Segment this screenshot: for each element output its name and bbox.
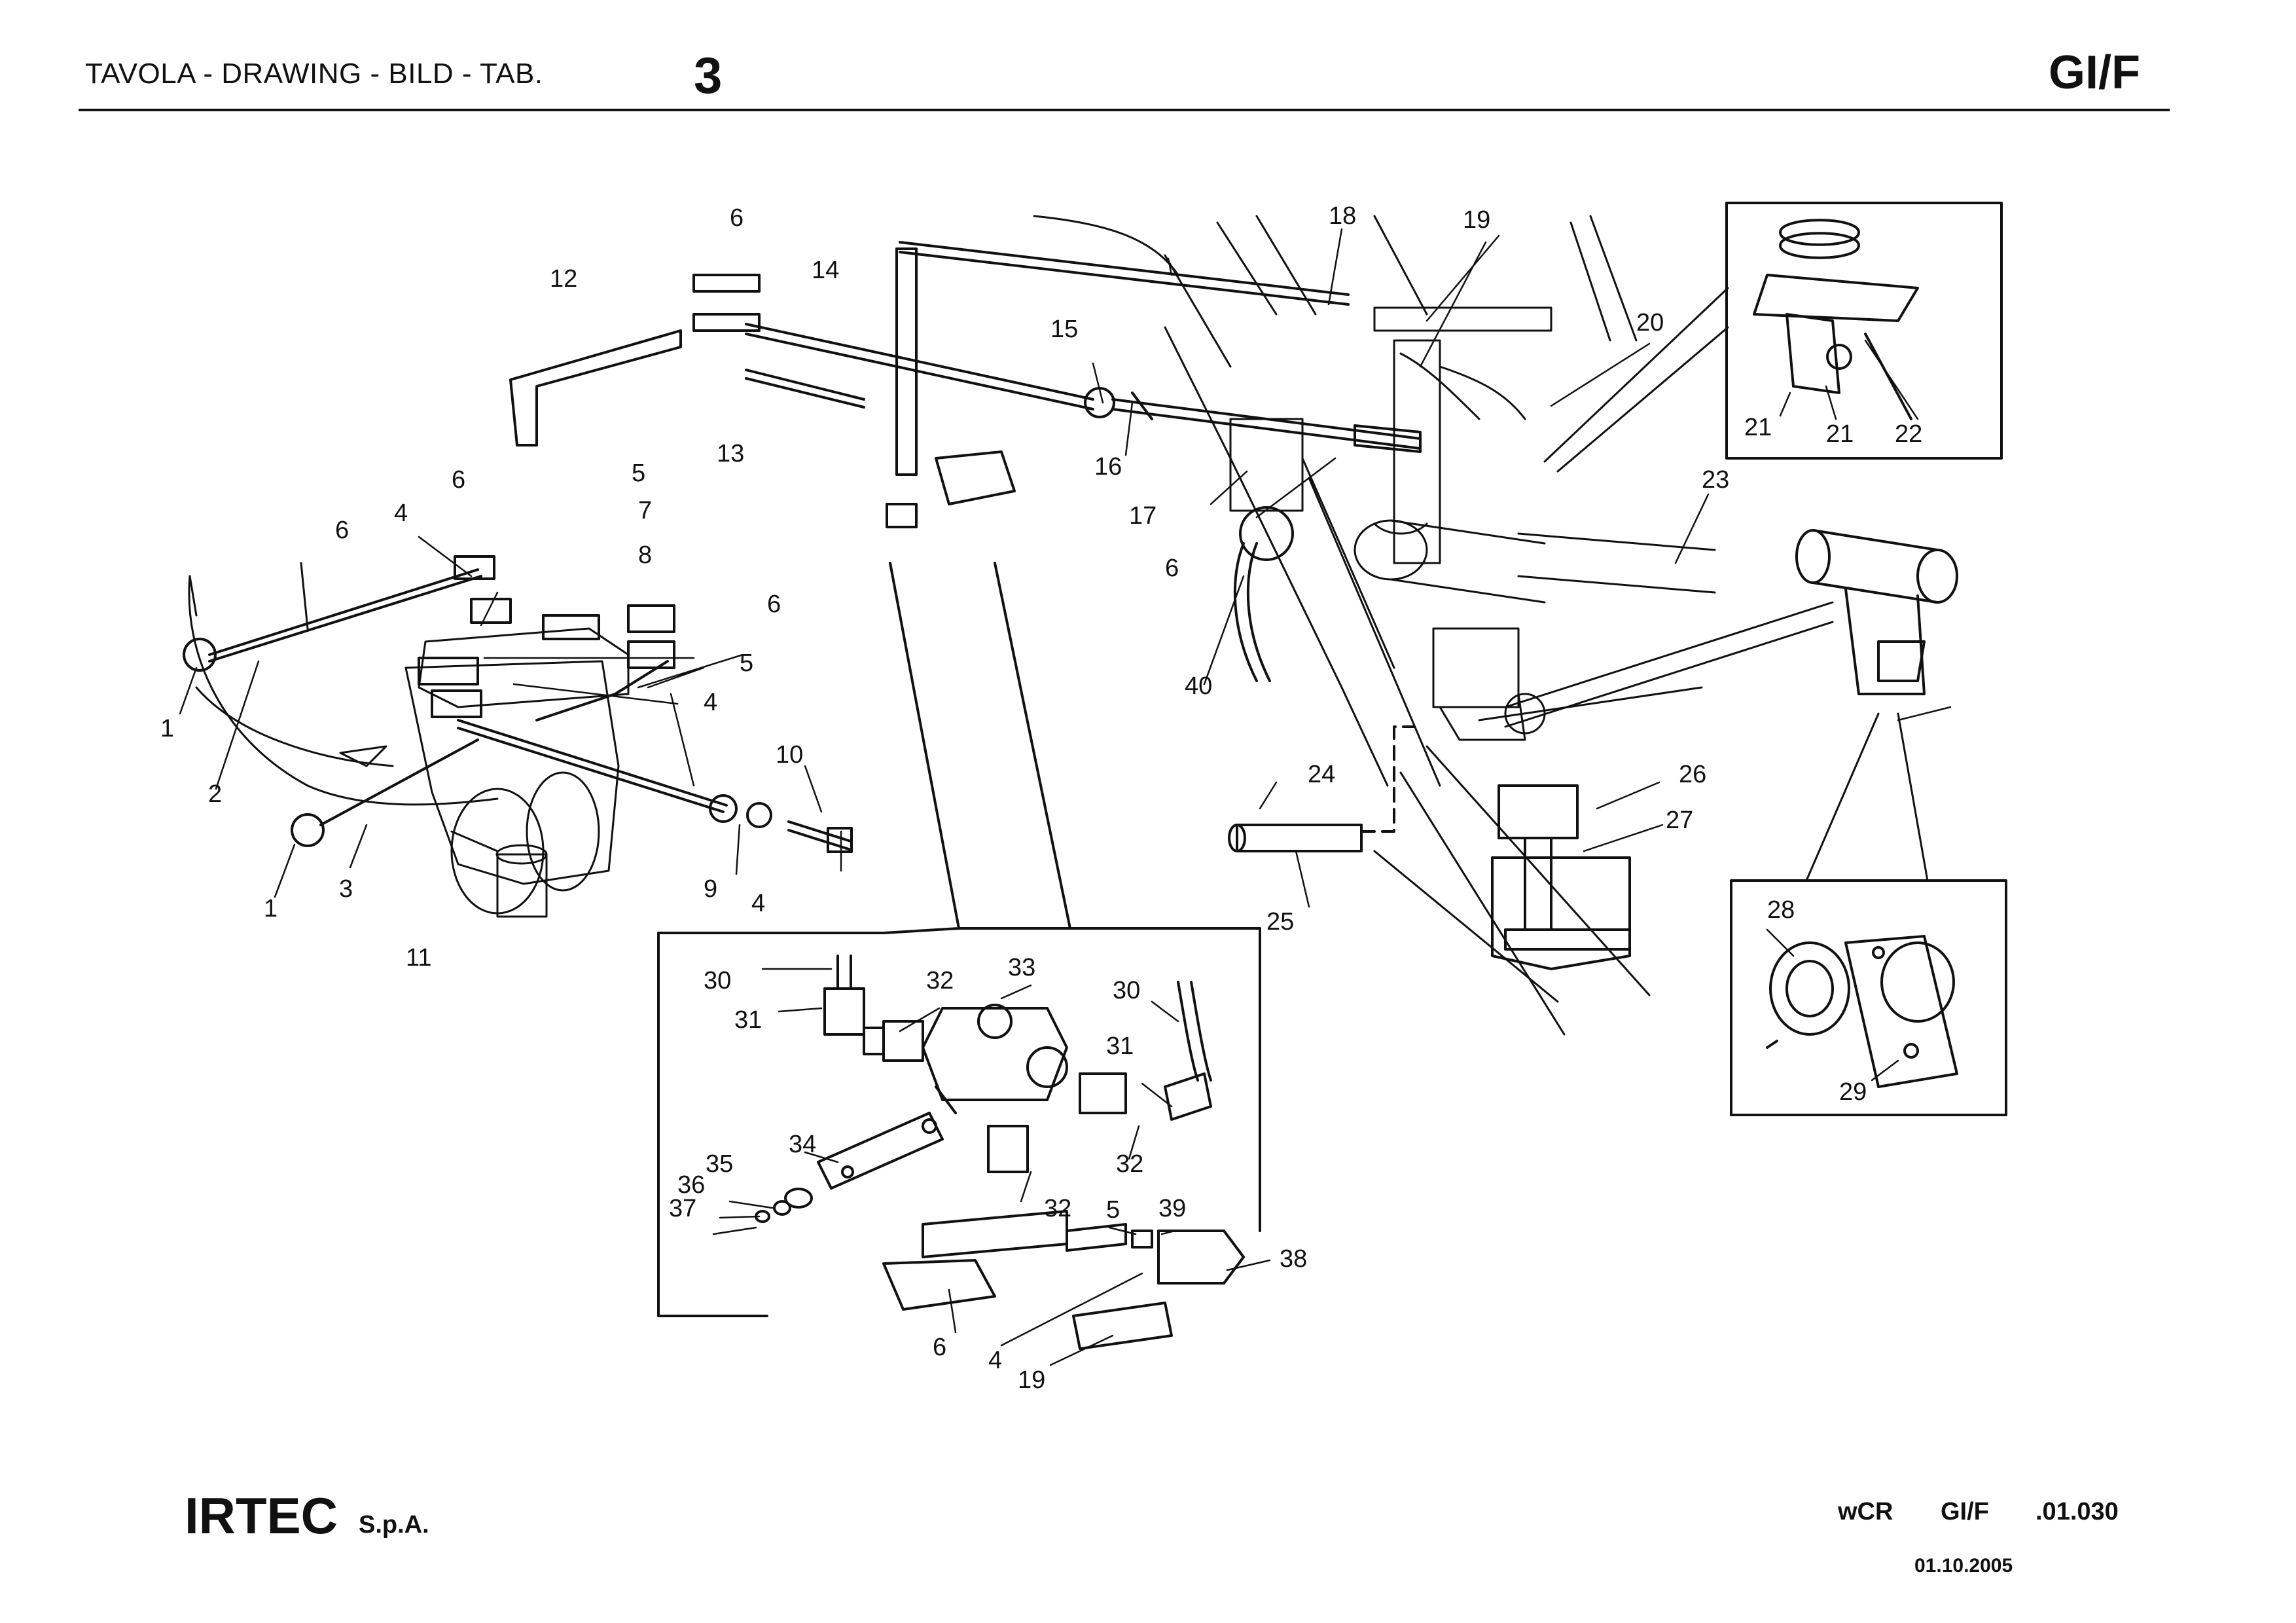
brand-suffix: S.p.A.	[359, 1511, 429, 1539]
callout-label: 40	[1185, 672, 1212, 700]
callout-label: 25	[1266, 908, 1294, 936]
gearbox-assembly	[188, 562, 630, 918]
callout-labels: 1 1 2 3 4 4 4 5 5 6 6 6 6 6 7 8 9 10 11 …	[160, 202, 1922, 1394]
callout-label: 20	[1636, 309, 1664, 337]
cross-tube-detail	[1795, 529, 1958, 695]
header-divider	[79, 109, 2170, 111]
callout-label: 21	[1826, 420, 1854, 448]
control-rods-upper	[692, 241, 1422, 528]
control-rods-left	[183, 555, 853, 853]
callout-label: 2	[208, 780, 222, 808]
callout-label: 4	[704, 689, 717, 716]
callout-label: 5	[632, 460, 645, 487]
callout-label: 6	[335, 517, 349, 544]
lift-lever-frame	[1033, 215, 1834, 1036]
plate-number: 3	[694, 46, 723, 104]
bolt-and-block-26-27	[1491, 784, 1631, 970]
callout-label: 22	[1895, 420, 1922, 448]
callout-label: 31	[734, 1006, 762, 1034]
brand-logo-text: IRTEC	[185, 1487, 338, 1544]
callout-label: 32	[1044, 1195, 1071, 1222]
model-code: GI/F	[2049, 46, 2140, 99]
callout-label: 11	[406, 944, 431, 972]
callout-label: 7	[638, 497, 652, 524]
callout-label: 29	[1839, 1078, 1867, 1106]
callout-label: 1	[264, 895, 278, 922]
callout-label: 17	[1129, 502, 1157, 530]
callout-label: 8	[638, 541, 652, 569]
hydraulic-valve-detail	[755, 955, 1245, 1350]
callout-label: 31	[1106, 1032, 1134, 1060]
callout-label: 6	[452, 466, 465, 494]
inset-frame-bushing-detail	[1730, 879, 2007, 1116]
inset-frame-hydraulic-valve	[657, 562, 1261, 1317]
callout-label: 28	[1767, 896, 1795, 924]
callout-label: 38	[1280, 1245, 1307, 1273]
knob-part-40	[1239, 506, 1294, 561]
callout-label: 33	[1008, 954, 1035, 981]
callout-label: 6	[933, 1334, 946, 1361]
reference-code-part: GI/F	[1941, 1498, 1989, 1525]
callout-label: 5	[1106, 1196, 1120, 1224]
callout-label: 15	[1050, 316, 1078, 343]
callout-label: 6	[1165, 555, 1179, 582]
callout-label: 4	[988, 1347, 1002, 1374]
callout-label: 4	[394, 500, 408, 527]
pin-part-25	[1228, 725, 1415, 852]
callout-label: 30	[704, 967, 731, 994]
callout-label: 12	[550, 265, 577, 293]
callout-label: 26	[1679, 761, 1706, 788]
callout-label: 32	[926, 967, 954, 994]
callout-label: 37	[669, 1195, 696, 1222]
callout-label: 14	[812, 257, 839, 284]
callout-label: 4	[751, 890, 765, 917]
callout-label: 6	[730, 204, 744, 232]
inset-leader-lines	[1543, 287, 1929, 882]
callout-label: 34	[789, 1131, 816, 1158]
callout-label: 5	[740, 649, 753, 677]
callout-label: 13	[717, 440, 744, 467]
callout-label: 36	[677, 1171, 705, 1199]
hose-part-40	[1233, 542, 1271, 682]
callout-label: 16	[1094, 453, 1122, 481]
reference-code-part: wCR	[1838, 1498, 1893, 1525]
callout-label: 3	[339, 875, 353, 903]
callout-label: 35	[706, 1150, 733, 1178]
spring-detail-content	[1753, 219, 1919, 420]
callout-label: 6	[767, 591, 781, 618]
revision-date: 01.10.2005	[1914, 1555, 2013, 1577]
callout-label: 23	[1702, 466, 1729, 494]
callout-label: 21	[1744, 414, 1772, 441]
callout-label: 9	[704, 875, 717, 903]
callout-label: 19	[1018, 1366, 1045, 1394]
callout-label: 27	[1666, 807, 1693, 834]
drawing-header-title: TAVOLA - DRAWING - BILD - TAB.	[85, 58, 543, 90]
bracket-part-12	[509, 329, 682, 447]
callout-label: 24	[1308, 761, 1335, 788]
bushing-detail-content	[1766, 935, 1958, 1088]
callout-label: 19	[1463, 206, 1490, 234]
callout-label: 1	[160, 715, 174, 742]
callout-label: 30	[1113, 977, 1140, 1004]
reference-code-part: .01.030	[2036, 1498, 2119, 1525]
callout-label: 39	[1158, 1195, 1186, 1222]
callout-leader-lines	[179, 228, 1952, 1366]
callout-label: 32	[1116, 1150, 1143, 1178]
inset-frame-spring-detail	[1725, 202, 2003, 460]
callout-label: 18	[1329, 202, 1356, 230]
callout-label: 10	[776, 741, 803, 769]
